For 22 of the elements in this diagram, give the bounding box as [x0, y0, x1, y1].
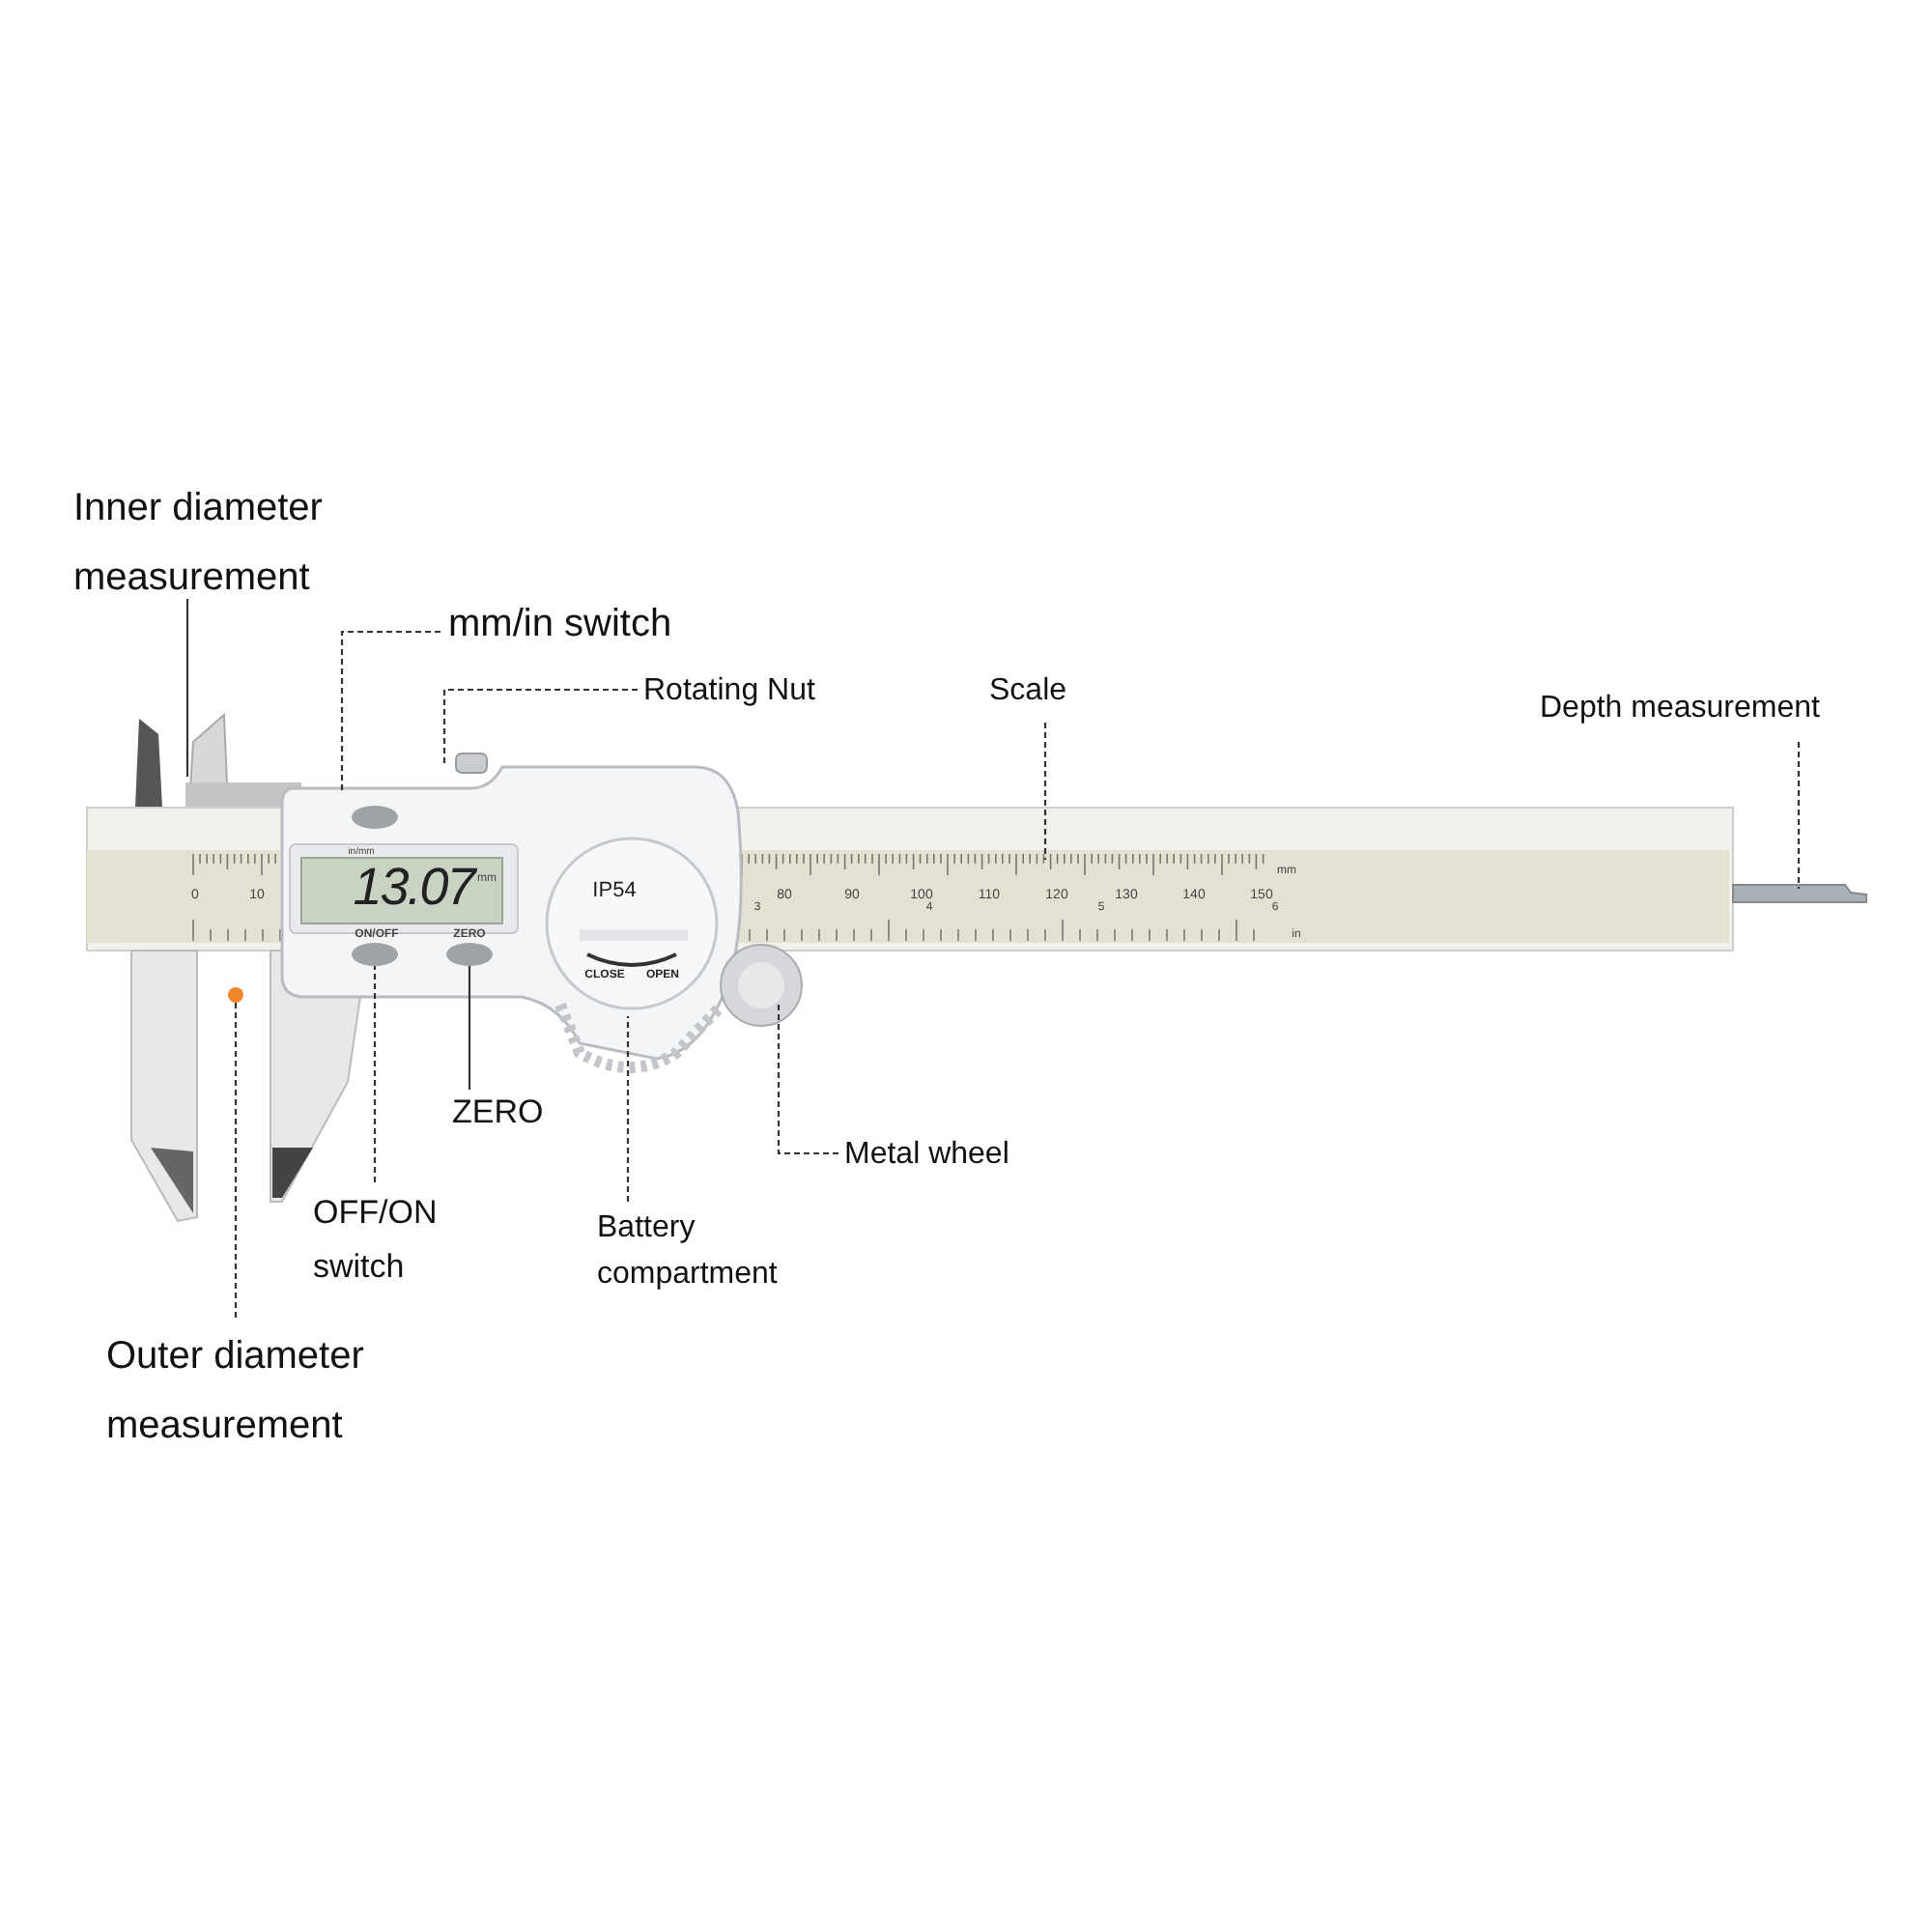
leader-line [1797, 742, 1801, 889]
callout-label: Inner diameter measurement [73, 485, 325, 603]
leader-line [228, 987, 243, 1318]
callout-label: Outer diameter measurement [106, 1333, 366, 1451]
leader-line [185, 599, 189, 777]
leader-line [626, 1016, 630, 1202]
callout-label: Battery compartment [597, 1209, 780, 1294]
callout-label: Depth measurement [1540, 690, 1820, 728]
leader-line [468, 966, 471, 1090]
leader-line [777, 1001, 838, 1155]
display-reading: 13.07 [353, 862, 474, 914]
callout-label: mm/in switch [448, 601, 672, 647]
leader-line [442, 688, 638, 763]
callout-label: Scale [989, 672, 1067, 711]
leader-line [1043, 723, 1047, 860]
callout-label: ZERO [452, 1094, 544, 1132]
callout-label: Rotating Nut [643, 672, 815, 711]
callout-label: OFF/ON switch [313, 1192, 440, 1289]
callout-label: Metal wheel [844, 1136, 1009, 1175]
rating-label: IP54 [592, 881, 637, 902]
leader-line [373, 966, 377, 1182]
leader-line [340, 630, 440, 792]
